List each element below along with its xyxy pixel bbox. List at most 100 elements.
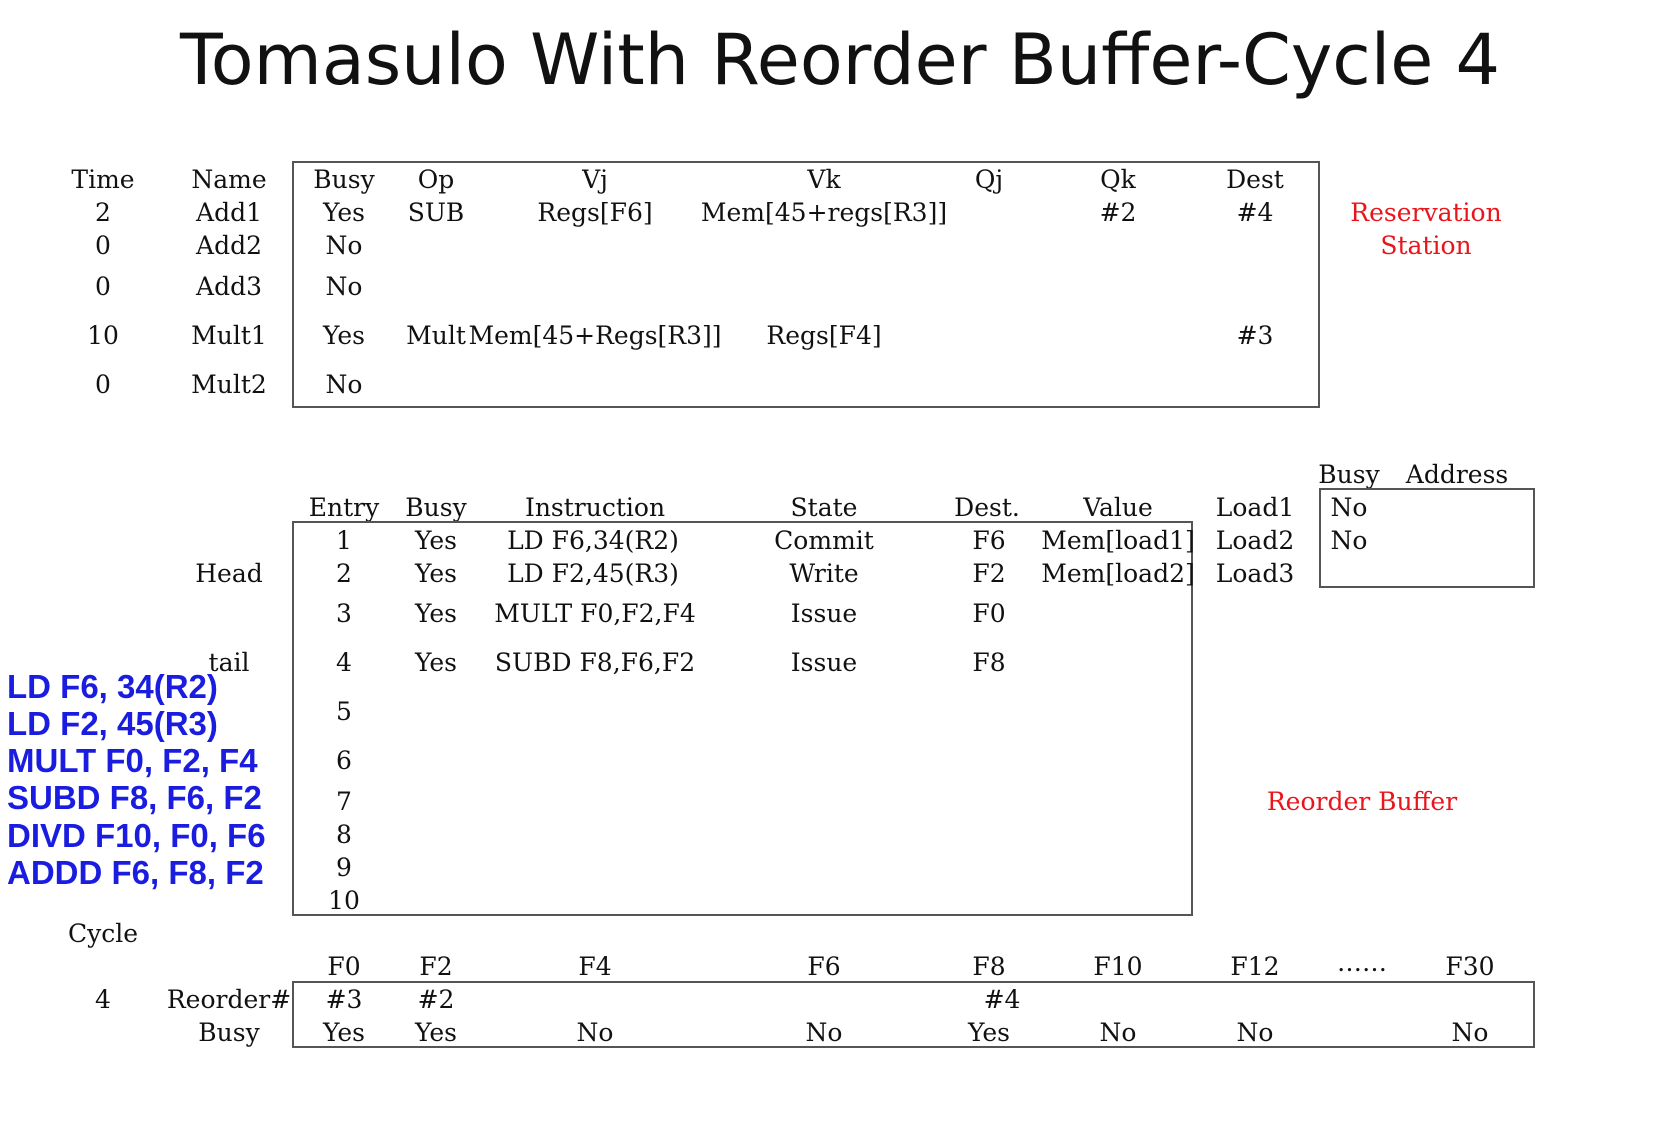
rob-entry: 3 xyxy=(336,599,352,628)
reorder-buffer-label: Reorder Buffer xyxy=(1266,787,1458,816)
program-line: DIVD F10, F0, F6 xyxy=(7,817,266,854)
load-busy: No xyxy=(1330,493,1368,522)
rs-busy: Yes xyxy=(323,198,365,227)
rob-busy: Yes xyxy=(415,648,457,677)
rob-entry: 4 xyxy=(336,648,352,677)
rob-busy: Yes xyxy=(415,599,457,628)
rob-dest: F2 xyxy=(972,559,1006,588)
rs-busy: No xyxy=(325,272,363,301)
rob-instruction: SUBD F8,F6,F2 xyxy=(494,648,696,677)
page-title: Tomasulo With Reorder Buffer-Cycle 4 xyxy=(179,19,1501,101)
rob-dest: F8 xyxy=(972,648,1006,677)
rob-busy: Yes xyxy=(415,526,457,555)
register-busy: No xyxy=(576,1018,614,1047)
rs-name: Mult1 xyxy=(191,321,267,350)
register-reorder: #3 xyxy=(325,985,363,1014)
rs-header-dest: Dest xyxy=(1226,165,1284,194)
rob-entry: 8 xyxy=(336,820,352,849)
rs-dest: #4 xyxy=(1236,198,1274,227)
reorder-row-label: Reorder# xyxy=(166,985,292,1014)
register-name: F12 xyxy=(1230,952,1280,981)
rob-state: Commit xyxy=(774,526,874,555)
register-busy: Yes xyxy=(323,1018,365,1047)
register-reorder: #4 xyxy=(983,985,1021,1014)
register-busy: No xyxy=(1099,1018,1137,1047)
rob-tail-label: tail xyxy=(208,648,250,677)
rob-dest: F0 xyxy=(972,599,1006,628)
rob-value: Mem[load1] xyxy=(1041,526,1195,555)
busy-row-label: Busy xyxy=(198,1018,260,1047)
rob-header-dest: Dest. xyxy=(954,493,1020,522)
register-name: F0 xyxy=(327,952,361,981)
rob-entry: 2 xyxy=(336,559,352,588)
register-busy: No xyxy=(1236,1018,1274,1047)
rs-dest: #3 xyxy=(1236,321,1274,350)
register-name: F6 xyxy=(807,952,841,981)
register-busy: Yes xyxy=(968,1018,1010,1047)
rs-vj: Mem[45+Regs[R3]] xyxy=(468,321,722,350)
register-busy: No xyxy=(1451,1018,1489,1047)
register-name: F10 xyxy=(1093,952,1143,981)
rob-state: Issue xyxy=(790,648,858,677)
rs-time: 10 xyxy=(87,321,119,350)
rob-header-state: State xyxy=(790,493,858,522)
rs-header-qk: Qk xyxy=(1100,165,1136,194)
load-header-busy: Busy xyxy=(1318,460,1380,489)
rob-dest: F6 xyxy=(972,526,1006,555)
load-name: Load3 xyxy=(1215,559,1295,588)
register-name: F4 xyxy=(578,952,612,981)
rs-op: SUB xyxy=(407,198,465,227)
rob-instruction: LD F2,45(R3) xyxy=(507,559,679,588)
rs-time: 0 xyxy=(95,370,111,399)
rob-state: Issue xyxy=(790,599,858,628)
cycle-value: 4 xyxy=(95,985,111,1014)
rob-entry: 7 xyxy=(336,787,352,816)
rs-vk: Regs[F4] xyxy=(766,321,882,350)
rob-entry: 9 xyxy=(336,853,352,882)
rob-header-value: Value xyxy=(1083,493,1153,522)
rob-state: Write xyxy=(789,559,859,588)
load-busy: No xyxy=(1330,526,1368,555)
register-name: F30 xyxy=(1445,952,1495,981)
rs-busy: No xyxy=(325,370,363,399)
cycle-label: Cycle xyxy=(67,919,139,948)
program-line: ADDD F6, F8, F2 xyxy=(7,854,264,891)
load-name: Load2 xyxy=(1215,526,1295,555)
rs-header-op: Op xyxy=(417,165,455,194)
rs-time: 0 xyxy=(95,231,111,260)
rs-op: Mult xyxy=(406,321,466,350)
rob-entry: 10 xyxy=(328,886,360,915)
rob-entry: 5 xyxy=(336,697,352,726)
rob-entry: 6 xyxy=(336,746,352,775)
rs-busy: No xyxy=(325,231,363,260)
rs-busy: Yes xyxy=(323,321,365,350)
rs-name: Add1 xyxy=(196,198,262,227)
register-name: F8 xyxy=(972,952,1006,981)
program-line: MULT F0, F2, F4 xyxy=(7,742,258,779)
rs-name: Add2 xyxy=(196,231,262,260)
load-name: Load1 xyxy=(1215,493,1295,522)
rob-instruction: LD F6,34(R2) xyxy=(507,526,679,555)
rob-instruction: MULT F0,F2,F4 xyxy=(494,599,696,628)
program-line: SUBD F8, F6, F2 xyxy=(7,779,262,816)
reservation-station-table xyxy=(292,161,1320,408)
rs-name: Add3 xyxy=(196,272,262,301)
register-ellipsis: …… xyxy=(1337,948,1387,977)
rob-header-entry: Entry xyxy=(308,493,380,522)
rs-qk: #2 xyxy=(1099,198,1137,227)
register-busy: Yes xyxy=(415,1018,457,1047)
rob-entry: 1 xyxy=(336,526,352,555)
program-line: LD F2, 45(R3) xyxy=(7,705,218,742)
rs-header-name: Name xyxy=(191,165,267,194)
program-line: LD F6, 34(R2) xyxy=(7,668,218,705)
rs-vj: Regs[F6] xyxy=(537,198,653,227)
rs-header-busy: Busy xyxy=(313,165,375,194)
rob-value: Mem[load2] xyxy=(1041,559,1195,588)
rob-busy: Yes xyxy=(415,559,457,588)
register-busy: No xyxy=(805,1018,843,1047)
register-name: F2 xyxy=(419,952,453,981)
reservation-station-label-line2: Station xyxy=(1380,231,1472,260)
register-status-table xyxy=(292,981,1535,1048)
reservation-station-label-line1: Reservation xyxy=(1350,198,1502,227)
rs-time: 2 xyxy=(95,198,111,227)
